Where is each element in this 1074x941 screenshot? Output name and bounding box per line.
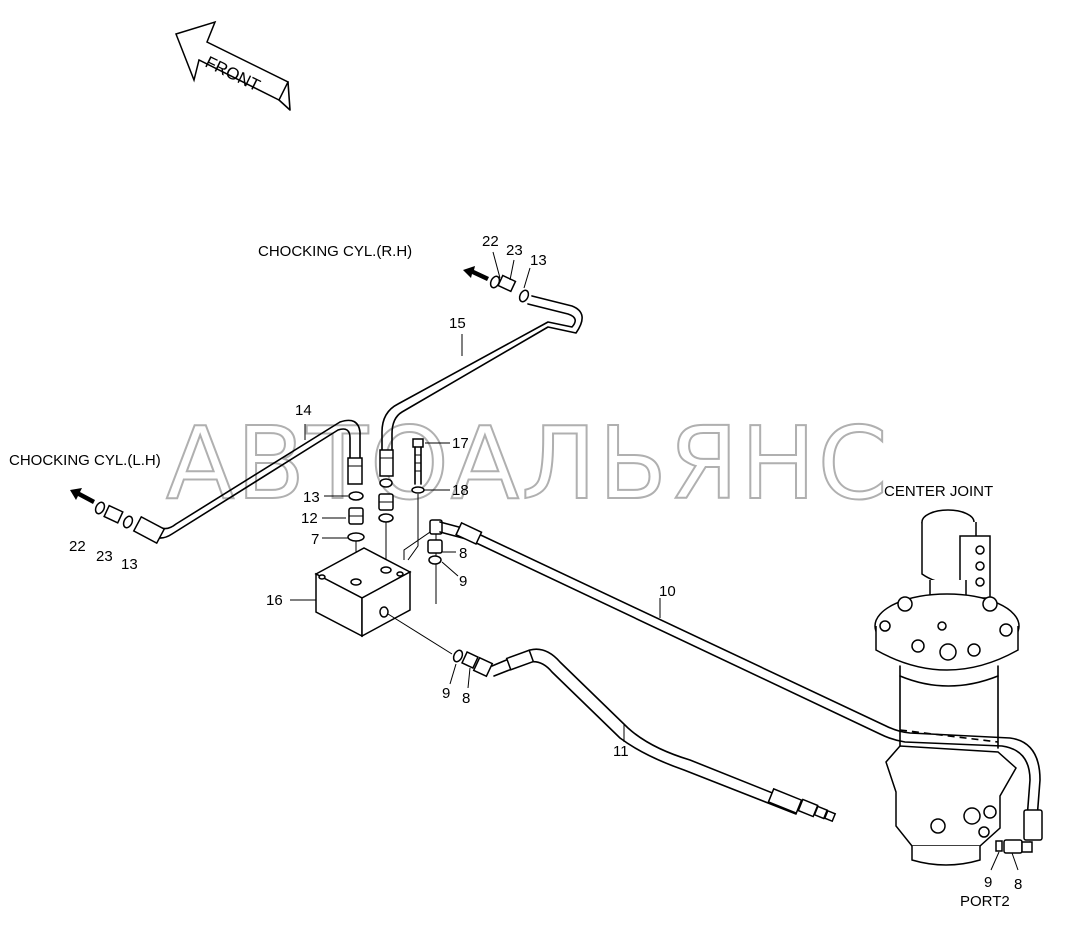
hose-11 (491, 648, 837, 823)
rh-fittings (463, 266, 530, 303)
fittings-8-9-upper (427, 519, 443, 565)
part-number-12: 12 (301, 510, 318, 527)
callout-port2: PORT2 (960, 893, 1010, 910)
pipe-14 (132, 419, 363, 545)
callout-chocking-cyl-lh: CHOCKING CYL.(L.H) (9, 452, 161, 469)
callout-center-joint: CENTER JOINT (884, 483, 993, 500)
part-number-9-upper: 9 (459, 573, 467, 590)
part-number-8-lower: 8 (462, 690, 470, 707)
lh-fittings (70, 488, 134, 529)
part-number-13-block: 13 (303, 489, 320, 506)
part-number-9-lower: 9 (442, 685, 450, 702)
part-number-9-port2: 9 (984, 874, 992, 891)
block-16 (314, 547, 453, 655)
part-number-8-port2: 8 (1014, 876, 1022, 893)
fittings-8-9-lower (452, 649, 494, 678)
part-number-22-rh: 22 (482, 233, 499, 250)
hose-10 (439, 521, 1043, 853)
callout-chocking-cyl-rh: CHOCKING CYL.(R.H) (258, 243, 412, 260)
part-number-7: 7 (311, 531, 319, 548)
center-joint (874, 509, 1020, 866)
part-number-13-lh: 13 (121, 556, 138, 573)
front-arrow: FRONT (175, 20, 291, 111)
stud-17 (407, 438, 425, 561)
part-number-11: 11 (613, 743, 629, 760)
pipe-15 (379, 295, 583, 477)
part-number-23-lh: 23 (96, 548, 113, 565)
part-number-16: 16 (266, 592, 283, 609)
part-number-17: 17 (452, 435, 469, 452)
part-number-15: 15 (449, 315, 466, 332)
leader-lines (290, 251, 1019, 871)
fittings-8-9-port2 (995, 839, 1033, 854)
part-number-8-upper: 8 (459, 545, 467, 562)
part-number-23-rh: 23 (506, 242, 523, 259)
part-number-18: 18 (452, 482, 469, 499)
part-number-22-lh: 22 (69, 538, 86, 555)
part-number-13-rh: 13 (530, 252, 547, 269)
part-number-14: 14 (295, 402, 312, 419)
part-number-10: 10 (659, 583, 676, 600)
